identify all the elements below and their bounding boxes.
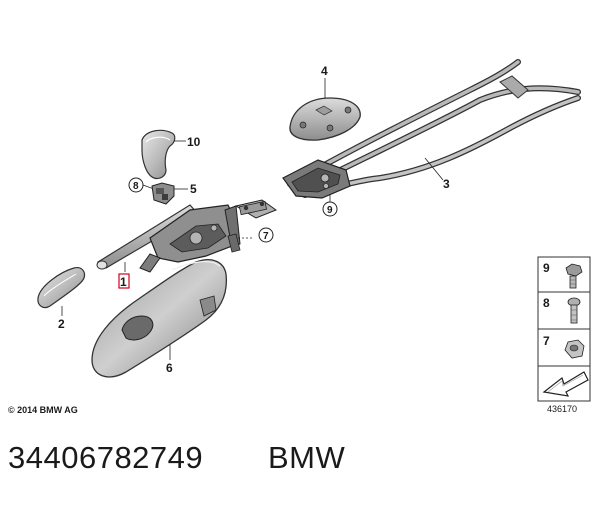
- callout-1-highlight: [118, 273, 130, 289]
- lever-cover: [91, 259, 228, 378]
- copyright-text: © 2014 BMW AG: [8, 405, 78, 415]
- part-number: 34406782749: [8, 440, 204, 475]
- callout-3: 3: [443, 177, 450, 191]
- legend-panel: 9 8 7: [537, 256, 591, 402]
- sensor-bracket: [151, 182, 175, 205]
- hex-socket-screw-icon: [567, 297, 581, 324]
- lever-grip: [37, 267, 86, 309]
- callout-6: 6: [166, 361, 173, 375]
- cable-cover-plate: [289, 97, 361, 141]
- callout-1: 1: [120, 275, 127, 289]
- callout-5: 5: [190, 182, 197, 196]
- callout-4: 4: [321, 64, 328, 78]
- arrow-symbol-icon: [542, 371, 589, 397]
- legend-num-7: 7: [543, 334, 550, 348]
- brand-name: BMW: [268, 440, 346, 475]
- legend-num-8: 8: [543, 296, 550, 310]
- callout-10: 10: [187, 135, 201, 149]
- diagram-number: 436170: [547, 404, 578, 414]
- callout-2: 2: [58, 317, 65, 331]
- legend-num-9: 9: [543, 261, 550, 275]
- hex-nut-icon: [564, 339, 585, 359]
- callout-circle-9: [322, 201, 338, 217]
- callout-circle-8-label: 8: [133, 181, 139, 192]
- cable-equalizer: [282, 159, 351, 199]
- callout-circle-7-label: 7: [263, 231, 269, 242]
- handbrake-lever: [96, 199, 278, 273]
- release-button: [141, 129, 176, 180]
- callout-circle-7: [258, 227, 274, 243]
- callout-circle-9-label: 9: [327, 205, 333, 216]
- hex-flange-bolt-icon: [565, 263, 583, 289]
